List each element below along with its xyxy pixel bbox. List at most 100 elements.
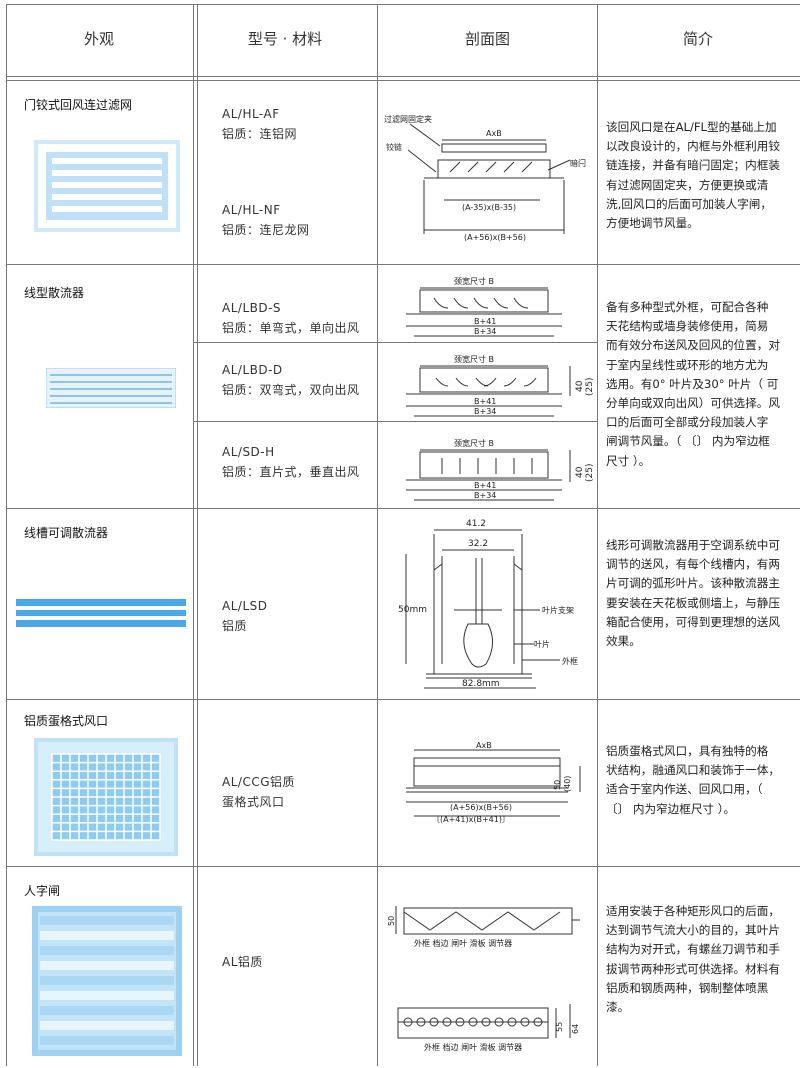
diagram-label: 叶片 — [534, 639, 550, 649]
diagram-label: (A+56)x(B+56) — [464, 233, 526, 242]
diagram-label: 40 — [575, 380, 585, 392]
desc-line: 选用。有0° 叶片及30° 叶片（ 可 — [606, 376, 779, 391]
diagram-label: 外框 档边 闸叶 滑板 调节器 — [414, 938, 512, 948]
table-top-border — [6, 4, 800, 5]
material: 铝质 — [222, 619, 248, 633]
row-title: 人字闸 — [24, 884, 61, 898]
row-description: 适用安装于各种矩形风口的后面， 达到调节气流大小的目的，其叶片 结构为对开式，有… — [606, 902, 790, 1017]
desc-line: 而有效分布送风及回风的位置，对 — [606, 338, 780, 353]
diagram-label: 55 — [555, 1022, 564, 1032]
hinged-return-grille-image — [34, 140, 180, 232]
eggcrate-grille-image — [34, 738, 178, 856]
material: 铝质：连尼龙网 — [222, 223, 310, 237]
header-model-material: 型号 · 材料 — [247, 29, 323, 48]
desc-line: 链连接，并备有暗闩固定；内框装 — [606, 158, 780, 173]
linear-diffuser-image — [46, 368, 176, 408]
diagram-label: AxB — [486, 129, 502, 138]
row-divider — [6, 699, 800, 700]
diagram-label: 过滤网固定夹 — [384, 114, 432, 124]
row-divider — [6, 508, 800, 509]
row-divider — [6, 264, 800, 265]
material: 铝质：单弯式，单向出风 — [222, 321, 360, 335]
col-divider-2 — [197, 4, 198, 1066]
desc-line: 尺寸 ）。 — [606, 453, 651, 468]
eggcrate-section-diagram: AxB 50 (40) (A+56)x(B+56) 〔(A+41)x(B+41)… — [406, 741, 581, 824]
row-description: 铝质蛋格式风口，具有独特的格 状结构，融通风口和装饰于一体， 适合于室内作送、回… — [606, 742, 790, 819]
desc-line: 分单向或双向出风）可供选择。风 — [606, 396, 780, 411]
diagram-label: B+41 — [474, 481, 496, 490]
desc-line: 调节的送风，有每个线槽内，有两 — [606, 557, 780, 572]
diagram-label: 32.2 — [468, 539, 488, 549]
material: 铝质：直片式，垂直出风 — [222, 465, 360, 479]
model-code: AL/LBD-D — [222, 363, 283, 377]
diagram-label: 铰链 — [386, 142, 402, 152]
diagram-label: 40 — [575, 466, 585, 478]
double-curve-section-diagram: 颈宽尺寸 B B+41 B+34 40 (25) — [406, 354, 594, 417]
hinged-grille-section-diagram: 过滤网固定夹 AxB 铰链 暗闩 (A-35)x(B-35) (A+56)x(B… — [384, 114, 586, 242]
diagram-label: (40) — [563, 776, 572, 792]
diagram-label: 外框 — [562, 656, 578, 666]
model-code: AL/LSD — [222, 599, 268, 613]
diagram-label: 颈宽尺寸 B — [454, 276, 494, 286]
diagram-label: 暗闩 — [570, 158, 586, 168]
sub-row-divider — [193, 421, 598, 422]
diagram-label: 50mm — [398, 605, 427, 615]
desc-line: 达到调节气流大小的目的，其叶片 — [606, 923, 780, 938]
header-section-view: 剖面图 — [464, 29, 510, 48]
desc-line: 拔调节两种形式可供选择。材料有 — [606, 961, 780, 976]
desc-line: 结构为对开式，有螺丝刀调节和手 — [606, 942, 780, 957]
diagram-label: 41.2 — [466, 519, 486, 529]
row-description: 该回风口是在AL/FL型的基础上加 以改良设计的，内框与外框利用铰 链连接，并备… — [606, 118, 790, 233]
row-title: 线型散流器 — [24, 286, 85, 300]
model-code: AL/LBD-S — [222, 301, 282, 315]
col-divider — [377, 4, 378, 1066]
diagram-label: B+34 — [474, 407, 496, 416]
desc-line: 〔〕 内为窄边框尺寸 ）。 — [606, 801, 736, 816]
material: AL铝质 — [222, 955, 263, 969]
header-intro: 简介 — [682, 29, 713, 48]
model-code: AL/CCG铝质 — [222, 775, 295, 789]
desc-line: 于室内呈线性或环形的地方尤为 — [606, 357, 769, 372]
slot-diffuser-image — [16, 598, 186, 628]
diagram-label: (25) — [585, 378, 594, 396]
model-code: AL/HL-NF — [222, 203, 281, 217]
damper-section-diagram-bottom: 55 64 外框 档边 闸叶 滑板 调节器 — [397, 1004, 580, 1052]
diagram-label: (25) — [585, 464, 594, 482]
opposed-blade-damper-image — [32, 906, 182, 1056]
desc-line: 方便地调节风量。 — [606, 216, 699, 231]
material: 铝质：连铝网 — [222, 127, 298, 141]
diagram-label: 50 — [553, 780, 562, 790]
desc-line: 箱配合使用，可得到更理想的送风 — [606, 614, 780, 629]
diagram-label: (A-35)x(B-35) — [462, 203, 516, 212]
sub-row-divider — [193, 342, 598, 343]
diagram-label: (A+56)x(B+56) — [450, 803, 512, 812]
diagram-label: 颈宽尺寸 B — [454, 354, 494, 364]
header-divider-2 — [6, 80, 800, 81]
diagram-label: 外框 档边 闸叶 滑板 调节器 — [424, 1042, 522, 1052]
table-left-border — [6, 4, 7, 1066]
desc-line: 效果。 — [606, 634, 641, 649]
straight-blade-section-diagram: 颈宽尺寸 B B+41 B+34 40 (25) — [406, 438, 594, 501]
desc-line: 备有多种型式外框，可配合各种 — [606, 300, 769, 314]
diagram-label: B+41 — [474, 397, 496, 406]
diagram-label: 64 — [571, 1024, 580, 1034]
desc-line: 状结构，融通风口和装饰于一体， — [606, 763, 780, 778]
material: 蛋格式风口 — [222, 795, 285, 809]
desc-line: 适用安装于各种矩形风口的后面， — [606, 904, 780, 918]
material: 铝质：双弯式，双向出风 — [222, 383, 360, 397]
diagram-label: AxB — [476, 741, 492, 750]
diagram-label: B+41 — [474, 317, 496, 326]
desc-line: 片可调的弧形叶片。该种散流器主 — [606, 576, 780, 591]
model-code: AL/HL-AF — [222, 107, 280, 121]
single-curve-section-diagram: 颈宽尺寸 B B+41 B+34 — [406, 276, 562, 337]
row-divider — [6, 866, 800, 867]
slot-diffuser-section-diagram: 41.2 32.2 50mm 叶片支架 叶片 外框 82.8mm — [398, 519, 578, 689]
desc-line: 口的后面可全部或分段加装人字 — [606, 415, 769, 430]
diagram-label: 叶片支架 — [542, 605, 574, 615]
diagram-label: 82.8mm — [462, 679, 500, 689]
desc-line: 闸调节风量。（ 〔〕 内为窄边框 — [606, 434, 770, 449]
diagram-label: 50 — [387, 916, 396, 926]
diagram-label: B+34 — [474, 491, 496, 500]
desc-line: 适合于室内作送、回风口用，（ — [606, 782, 763, 797]
